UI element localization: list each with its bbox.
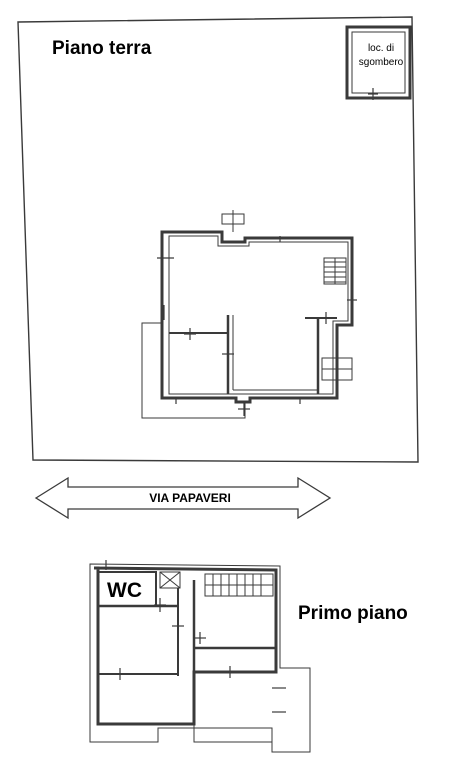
- ground-floor-title: Piano terra: [52, 38, 152, 59]
- street-label: VIA PAPAVERI: [149, 491, 231, 505]
- storage-room-label: loc. di sgombero: [358, 43, 404, 68]
- first-floor-stairs: [204, 573, 274, 597]
- ground-floor-stairs: [323, 257, 347, 285]
- wc-label: WC: [107, 579, 142, 602]
- street-arrow: [34, 476, 332, 520]
- first-floor-plan: [89, 560, 311, 753]
- storage-room: [345, 25, 412, 100]
- ground-floor-plan: [141, 210, 357, 419]
- first-floor-title: Primo piano: [298, 603, 408, 624]
- lot-boundary: [17, 16, 419, 463]
